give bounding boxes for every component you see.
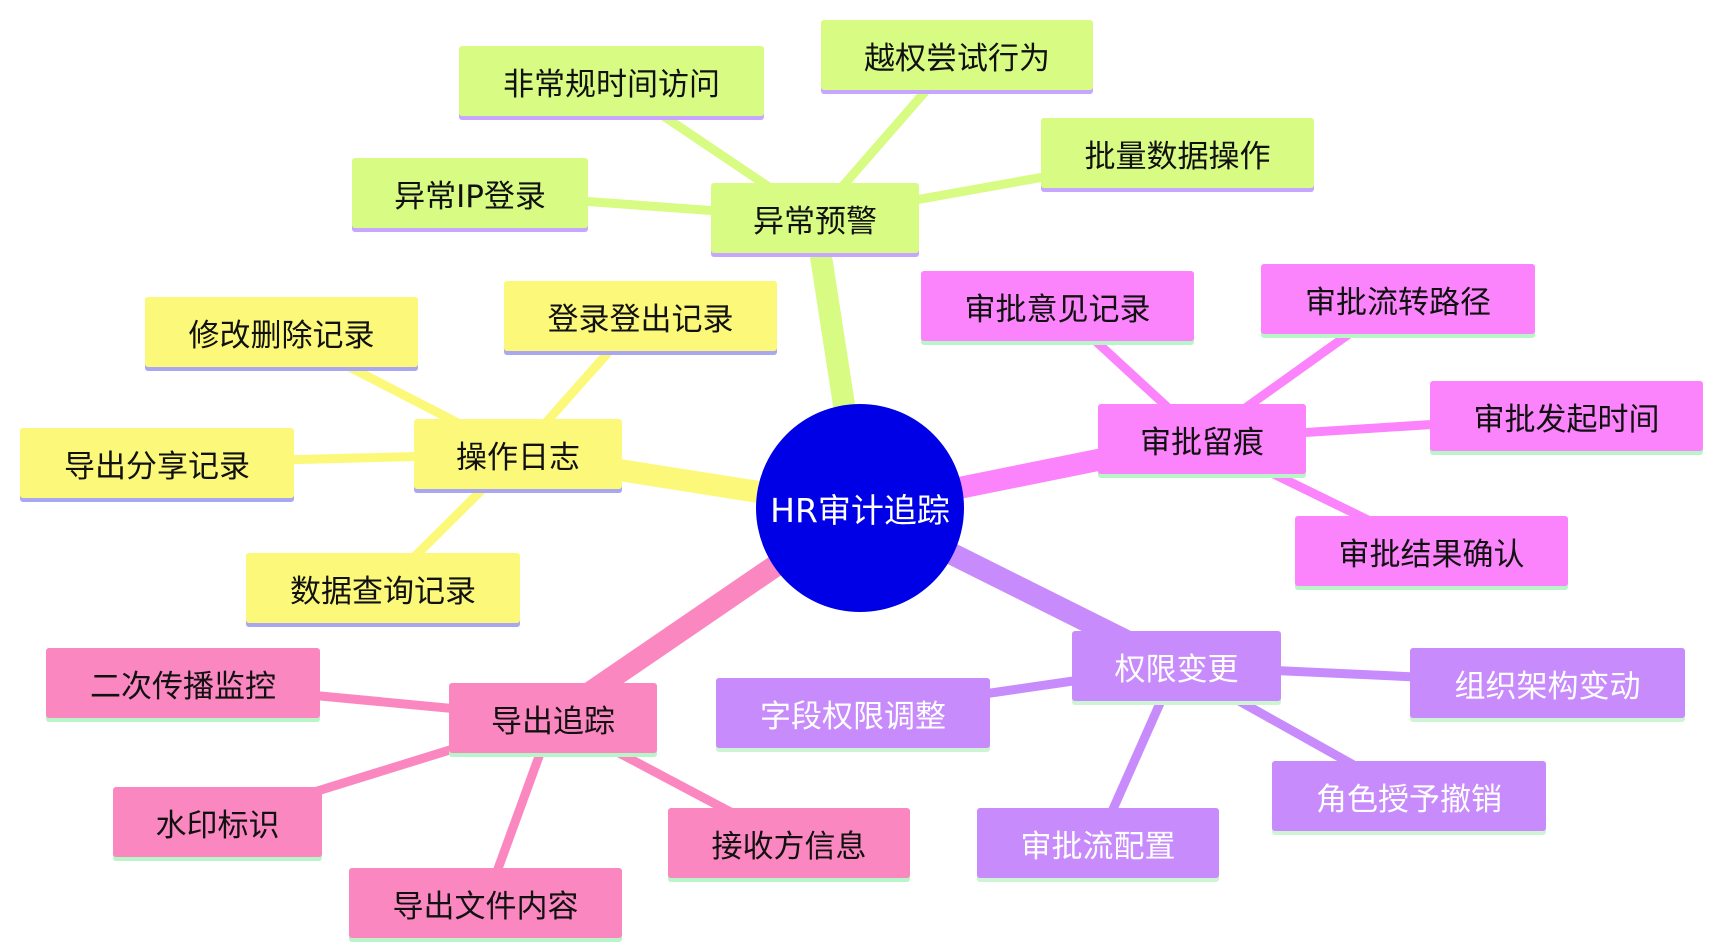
leaf-node-export-3: 接收方信息 — [668, 808, 910, 878]
root-node: HR审计追踪 — [756, 404, 964, 612]
leaf-node-perm-3: 角色授予撤销 — [1272, 761, 1546, 831]
leaf-node-approval-0-label: 审批意见记录 — [964, 291, 1151, 328]
leaf-node-oplog-0: 修改删除记录 — [145, 297, 418, 367]
leaf-node-oplog-2-label: 导出分享记录 — [64, 448, 250, 485]
branch-node-export-label: 导出追踪 — [491, 703, 615, 740]
leaf-node-perm-3-label: 角色授予撤销 — [1316, 781, 1502, 818]
leaf-node-export-1-label: 水印标识 — [155, 807, 280, 844]
branch-node-alert-label: 异常预警 — [753, 203, 877, 240]
leaf-node-approval-0: 审批意见记录 — [921, 271, 1194, 341]
leaf-node-alert-3: 批量数据操作 — [1041, 118, 1314, 188]
leaf-node-export-3-label: 接收方信息 — [711, 828, 867, 865]
leaf-node-alert-1: 越权尝试行为 — [821, 20, 1093, 90]
leaf-node-alert-1-label: 越权尝试行为 — [864, 40, 1050, 77]
branch-node-approval: 审批留痕 — [1098, 404, 1306, 474]
leaf-node-export-2-label: 导出文件内容 — [392, 888, 579, 925]
leaf-node-oplog-3: 数据查询记录 — [246, 553, 520, 623]
branch-node-approval-label: 审批留痕 — [1140, 424, 1264, 461]
branch-node-perm-label: 权限变更 — [1114, 651, 1239, 688]
branch-node-oplog: 操作日志 — [414, 419, 622, 489]
leaf-node-alert-3-label: 批量数据操作 — [1084, 138, 1271, 175]
leaf-node-export-2: 导出文件内容 — [349, 868, 622, 938]
leaf-node-approval-3-label: 审批结果确认 — [1338, 536, 1525, 573]
leaf-node-perm-2: 审批流配置 — [977, 808, 1219, 878]
leaf-node-alert-0-label: 非常规时间访问 — [503, 66, 720, 103]
leaf-node-perm-1: 组织架构变动 — [1410, 648, 1685, 718]
leaf-node-approval-1-label: 审批流转路径 — [1305, 284, 1491, 321]
leaf-node-perm-0: 字段权限调整 — [716, 678, 990, 748]
root-label: HR审计追踪 — [770, 491, 950, 530]
leaf-node-alert-2: 异常IP登录 — [352, 158, 588, 228]
leaf-node-approval-3: 审批结果确认 — [1295, 516, 1568, 586]
leaf-node-perm-1-label: 组织架构变动 — [1454, 668, 1641, 705]
leaf-node-perm-0-label: 字段权限调整 — [760, 698, 946, 735]
leaf-node-alert-2-label: 异常IP登录 — [394, 178, 546, 215]
leaf-node-export-0-label: 二次传播监控 — [90, 668, 276, 705]
leaf-node-alert-0: 非常规时间访问 — [459, 46, 764, 116]
leaf-node-approval-1: 审批流转路径 — [1261, 264, 1535, 334]
leaf-node-export-1: 水印标识 — [113, 787, 322, 857]
branch-node-perm: 权限变更 — [1072, 631, 1281, 701]
leaf-node-oplog-1-label: 登录登出记录 — [547, 301, 734, 338]
leaf-node-oplog-2: 导出分享记录 — [20, 428, 294, 498]
leaf-node-oplog-1: 登录登出记录 — [504, 281, 777, 351]
leaf-node-perm-2-label: 审批流配置 — [1020, 828, 1176, 865]
leaf-node-oplog-3-label: 数据查询记录 — [290, 573, 476, 610]
leaf-node-oplog-0-label: 修改删除记录 — [188, 317, 375, 354]
branch-node-alert: 异常预警 — [711, 183, 919, 253]
leaf-node-approval-2: 审批发起时间 — [1430, 381, 1703, 451]
branch-node-oplog-label: 操作日志 — [456, 439, 580, 476]
branch-node-export: 导出追踪 — [449, 683, 657, 753]
leaf-node-approval-2-label: 审批发起时间 — [1473, 401, 1660, 438]
leaf-node-export-0: 二次传播监控 — [46, 648, 320, 718]
